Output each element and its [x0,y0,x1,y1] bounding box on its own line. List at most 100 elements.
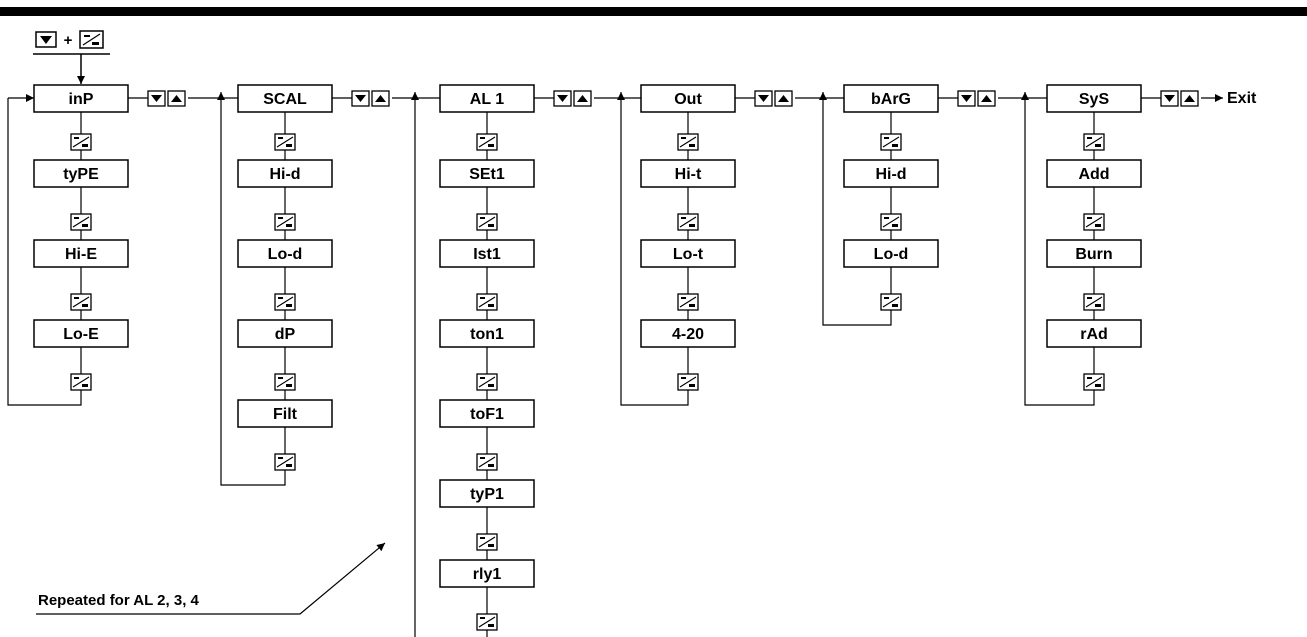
menu-inp-item-hi-e: Hi-E [33,239,129,268]
menu-al-1-set-ok-icon [476,373,498,391]
menu-sys-item-add-label: Add [1078,166,1109,183]
menu-inp-set-ok-icon [70,293,92,311]
menu-inp-item-hi-e-label: Hi-E [65,246,97,263]
entry-set-ok-key-icon [79,30,104,49]
nav-from-barg-down-key-icon [957,90,976,107]
nav-from-inp-up-key-icon [167,90,186,107]
menu-out-item-hi-t-frame [640,159,736,188]
nav-from-al-1-down-key-icon [553,90,572,107]
menu-inp-item-hi-e-frame [33,239,129,268]
menu-al-1-item-ist1-frame [439,239,535,268]
menu-out-header-box-frame [640,84,736,113]
menu-sys-set-ok-icon [1083,293,1105,311]
menu-out-item-4-20-frame [640,319,736,348]
menu-inp-return-loop [7,98,82,406]
menu-inp-header-box: inP [33,84,129,113]
menu-al-1-item-tof1-label: toF1 [470,406,504,423]
menu-al-1-set-ok-icon [476,453,498,471]
menu-scal-item-hi-d-frame [237,159,333,188]
menu-barg-item-hi-d: Hi-d [843,159,939,188]
menu-sys-item-burn-frame [1046,239,1142,268]
menu-out-item-lo-t-label: Lo-t [673,246,704,263]
menu-out-set-ok-icon [677,213,699,231]
nav-from-out-up-key-icon [774,90,793,107]
menu-barg-final-set-ok-icon [880,293,902,311]
menu-sys-item-add: Add [1046,159,1142,188]
menu-scal-item-dp-frame [237,319,333,348]
menu-scal-item-lo-d-label: Lo-d [268,246,303,263]
repeat-note-pointer [36,542,386,615]
menu-al-1-item-ist1: Ist1 [439,239,535,268]
menu-al-1-item-typ1-label: tyP1 [470,486,504,503]
menu-barg-item-lo-d-label: Lo-d [874,246,909,263]
menu-inp-set-ok-icon [70,213,92,231]
menu-sys-return-loop [1024,98,1095,406]
menu-out-item-hi-t: Hi-t [640,159,736,188]
menu-scal-item-lo-d: Lo-d [237,239,333,268]
menu-al-1-item-typ1: tyP1 [439,479,535,508]
menu-scal-header-box: SCAL [237,84,333,113]
menu-out-item-4-20: 4-20 [640,319,736,348]
menu-out-set-ok-icon [677,293,699,311]
menu-barg-set-ok-icon [880,133,902,151]
menu-sys-item-rad: rAd [1046,319,1142,348]
menu-scal-item-hi-d: Hi-d [237,159,333,188]
menu-sys-header-box-label: SyS [1079,91,1110,108]
nav-from-scal-down-key-icon [351,90,370,107]
menu-scal-item-dp: dP [237,319,333,348]
menu-inp-item-type-label: tyPE [63,166,99,183]
menu-out-set-ok-icon [677,133,699,151]
menu-inp-item-lo-e-label: Lo-E [63,326,99,343]
menu-scal-item-filt-frame [237,399,333,428]
nav-from-al-1-up-key-icon [573,90,592,107]
nav-from-sys-down-key-icon [1160,90,1179,107]
menu-barg-header-box-frame [843,84,939,113]
menu-sys-header-box: SyS [1046,84,1142,113]
menu-inp-set-ok-icon [70,133,92,151]
menu-barg-item-lo-d: Lo-d [843,239,939,268]
menu-al-1-item-ton1-label: ton1 [470,326,504,343]
menu-barg-item-lo-d-frame [843,239,939,268]
menu-al-1-item-rly1-label: rly1 [473,566,502,583]
menu-al-1-item-set1-label: SEt1 [469,166,505,183]
menu-barg-set-ok-icon [880,213,902,231]
repeat-note: Repeated for AL 2, 3, 4 [38,592,200,609]
nav-from-barg-up-key-icon [977,90,996,107]
menu-scal-item-dp-label: dP [275,326,296,343]
top-rule [0,7,1307,16]
menu-al-1-header-box-label: AL 1 [470,91,504,108]
menu-out-item-4-20-label: 4-20 [672,326,704,343]
menu-sys-item-burn-label: Burn [1075,246,1112,263]
entry-combo: + [33,30,110,84]
menu-scal-item-filt-label: Filt [273,406,298,423]
menu-al-1-item-tof1: toF1 [439,399,535,428]
menu-al-1-header-box: AL 1 [439,84,535,113]
menu-scal-set-ok-icon [274,133,296,151]
menu-sys-item-rad-label: rAd [1080,326,1108,343]
entry-down-key-icon [35,31,57,48]
nav-from-out-down-key-icon [754,90,773,107]
menu-al-1-final-set-ok-icon [476,613,498,631]
menu-scal-return-loop [220,98,286,486]
menu-inp-header-box-label: inP [69,91,94,108]
menu-al-1-item-ton1: ton1 [439,319,535,348]
nav-from-sys-up-key-icon [1180,90,1199,107]
menu-sys-final-set-ok-icon [1083,373,1105,391]
menu-al-1-set-ok-icon [476,533,498,551]
menu-al-1-set-ok-icon [476,293,498,311]
menu-sys-set-ok-icon [1083,213,1105,231]
menu-sys-item-burn: Burn [1046,239,1142,268]
menu-barg-return-loop [822,98,892,326]
menu-sys-item-rad-frame [1046,319,1142,348]
menu-out-return-loop [620,98,689,406]
menu-scal-item-lo-d-frame [237,239,333,268]
menu-al-1-set-ok-icon [476,213,498,231]
menu-scal-set-ok-icon [274,373,296,391]
menu-al-1-item-set1: SEt1 [439,159,535,188]
menu-inp-item-type-frame [33,159,129,188]
menu-al-1-set-ok-icon [476,133,498,151]
menu-al-1-item-rly1-frame [439,559,535,588]
nav-from-scal-up-key-icon [371,90,390,107]
menu-scal-header-box-label: SCAL [263,91,307,108]
